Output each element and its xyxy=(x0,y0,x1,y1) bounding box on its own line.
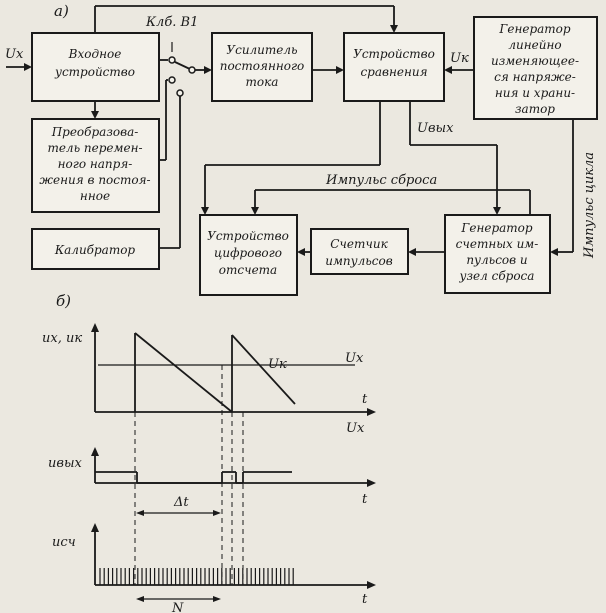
input-device-block: Входное устройство xyxy=(31,32,160,102)
counter-line-1: Счетчик xyxy=(330,237,388,251)
uvyx-axis-label: uвых xyxy=(48,456,83,471)
ramp-generator-line-4: ся напряже- xyxy=(494,70,576,84)
display-line-3: отсчета xyxy=(219,263,277,277)
input-device-line-1: Входное xyxy=(68,47,122,61)
uvyx-gate-waveform xyxy=(95,471,292,484)
delta-t-label: Δt xyxy=(173,495,189,510)
usch-axis-label: uсч xyxy=(52,535,76,550)
cycle-pulse-label: Импульс цикла xyxy=(582,152,597,259)
part-a-label: а) xyxy=(54,2,69,20)
display-line-1: Устройство xyxy=(207,229,289,243)
pulse-generator-line-4: узел сброса xyxy=(459,269,535,283)
calibrator-label: Калибратор xyxy=(54,243,136,257)
ramp-generator-line-1: Генератор xyxy=(498,22,570,36)
converter-line-4: жения в постоя- xyxy=(39,173,150,187)
uk-sawtooth-waveform xyxy=(134,332,296,413)
comparator-block: Устройство сравнения xyxy=(343,32,445,102)
pulse-generator-line-2: счетных им- xyxy=(456,237,539,251)
pulse-counter-block: Счетчик импульсов xyxy=(310,228,409,275)
pulse-generator-line-3: пульсов и xyxy=(466,253,527,267)
switch-label: Клб. В1 xyxy=(145,15,198,30)
converter-line-5: нное xyxy=(80,189,110,203)
converter-line-1: Преобразова- xyxy=(51,125,139,139)
projection-lines xyxy=(134,365,244,585)
display-line-2: цифрового xyxy=(214,246,282,260)
comparator-line-2: сравнения xyxy=(360,65,427,79)
ramp-generator-line-5: ния и храни- xyxy=(495,86,575,100)
digital-display-block: Устройство цифрового отсчета xyxy=(199,214,298,296)
ramp-generator-line-3: изменяющее- xyxy=(491,54,579,68)
uk-label: Uк xyxy=(450,51,469,66)
t-label-2: t xyxy=(362,492,368,507)
switch-b1 xyxy=(168,42,196,97)
uk-curve-label: Uк xyxy=(268,357,287,372)
t-label-3: t xyxy=(362,592,368,607)
pulse-generator-line-1: Генератор xyxy=(460,221,532,235)
counting-pulses xyxy=(99,568,294,585)
delta-t-dimension xyxy=(136,510,221,516)
dc-amplifier-line-1: Усилитель xyxy=(226,43,297,57)
input-device-line-2: устройство xyxy=(54,65,135,79)
calibrator-block: Калибратор xyxy=(31,228,160,270)
reset-pulse-label: Импульс сброса xyxy=(325,173,437,188)
ux-uk-axis-label: uх, uк xyxy=(42,331,82,346)
ramp-generator-line-6: затор xyxy=(515,102,555,116)
comparator-line-1: Устройство xyxy=(353,47,435,61)
timing-axes xyxy=(91,323,376,589)
ux-level-label: Ux xyxy=(345,351,364,366)
converter-line-2: тель перемен- xyxy=(47,141,142,155)
uvyx-label: Uвых xyxy=(417,121,454,136)
ramp-generator-block: Генератор линейно изменяющее- ся напряже… xyxy=(473,16,598,120)
part-b-label: б) xyxy=(56,292,71,310)
dc-amplifier-block: Усилитель постоянного тока xyxy=(211,32,313,102)
dc-amplifier-line-3: тока xyxy=(246,75,279,89)
connection-lines xyxy=(6,5,574,256)
converter-block: Преобразова- тель перемен- ного напря- ж… xyxy=(31,118,160,213)
ux-input-label: Uх xyxy=(5,47,24,62)
ux-low-label: Uх xyxy=(346,421,365,436)
converter-line-3: ного напря- xyxy=(58,157,133,171)
counter-line-2: импульсов xyxy=(325,254,392,268)
t-label-1: t xyxy=(362,392,368,407)
dc-amplifier-line-2: постоянного xyxy=(220,59,305,73)
n-dimension xyxy=(136,596,221,602)
n-label: N xyxy=(171,601,184,613)
pulse-generator-block: Генератор счетных им- пульсов и узел сбр… xyxy=(444,214,551,294)
ramp-generator-line-2: линейно xyxy=(508,38,561,52)
